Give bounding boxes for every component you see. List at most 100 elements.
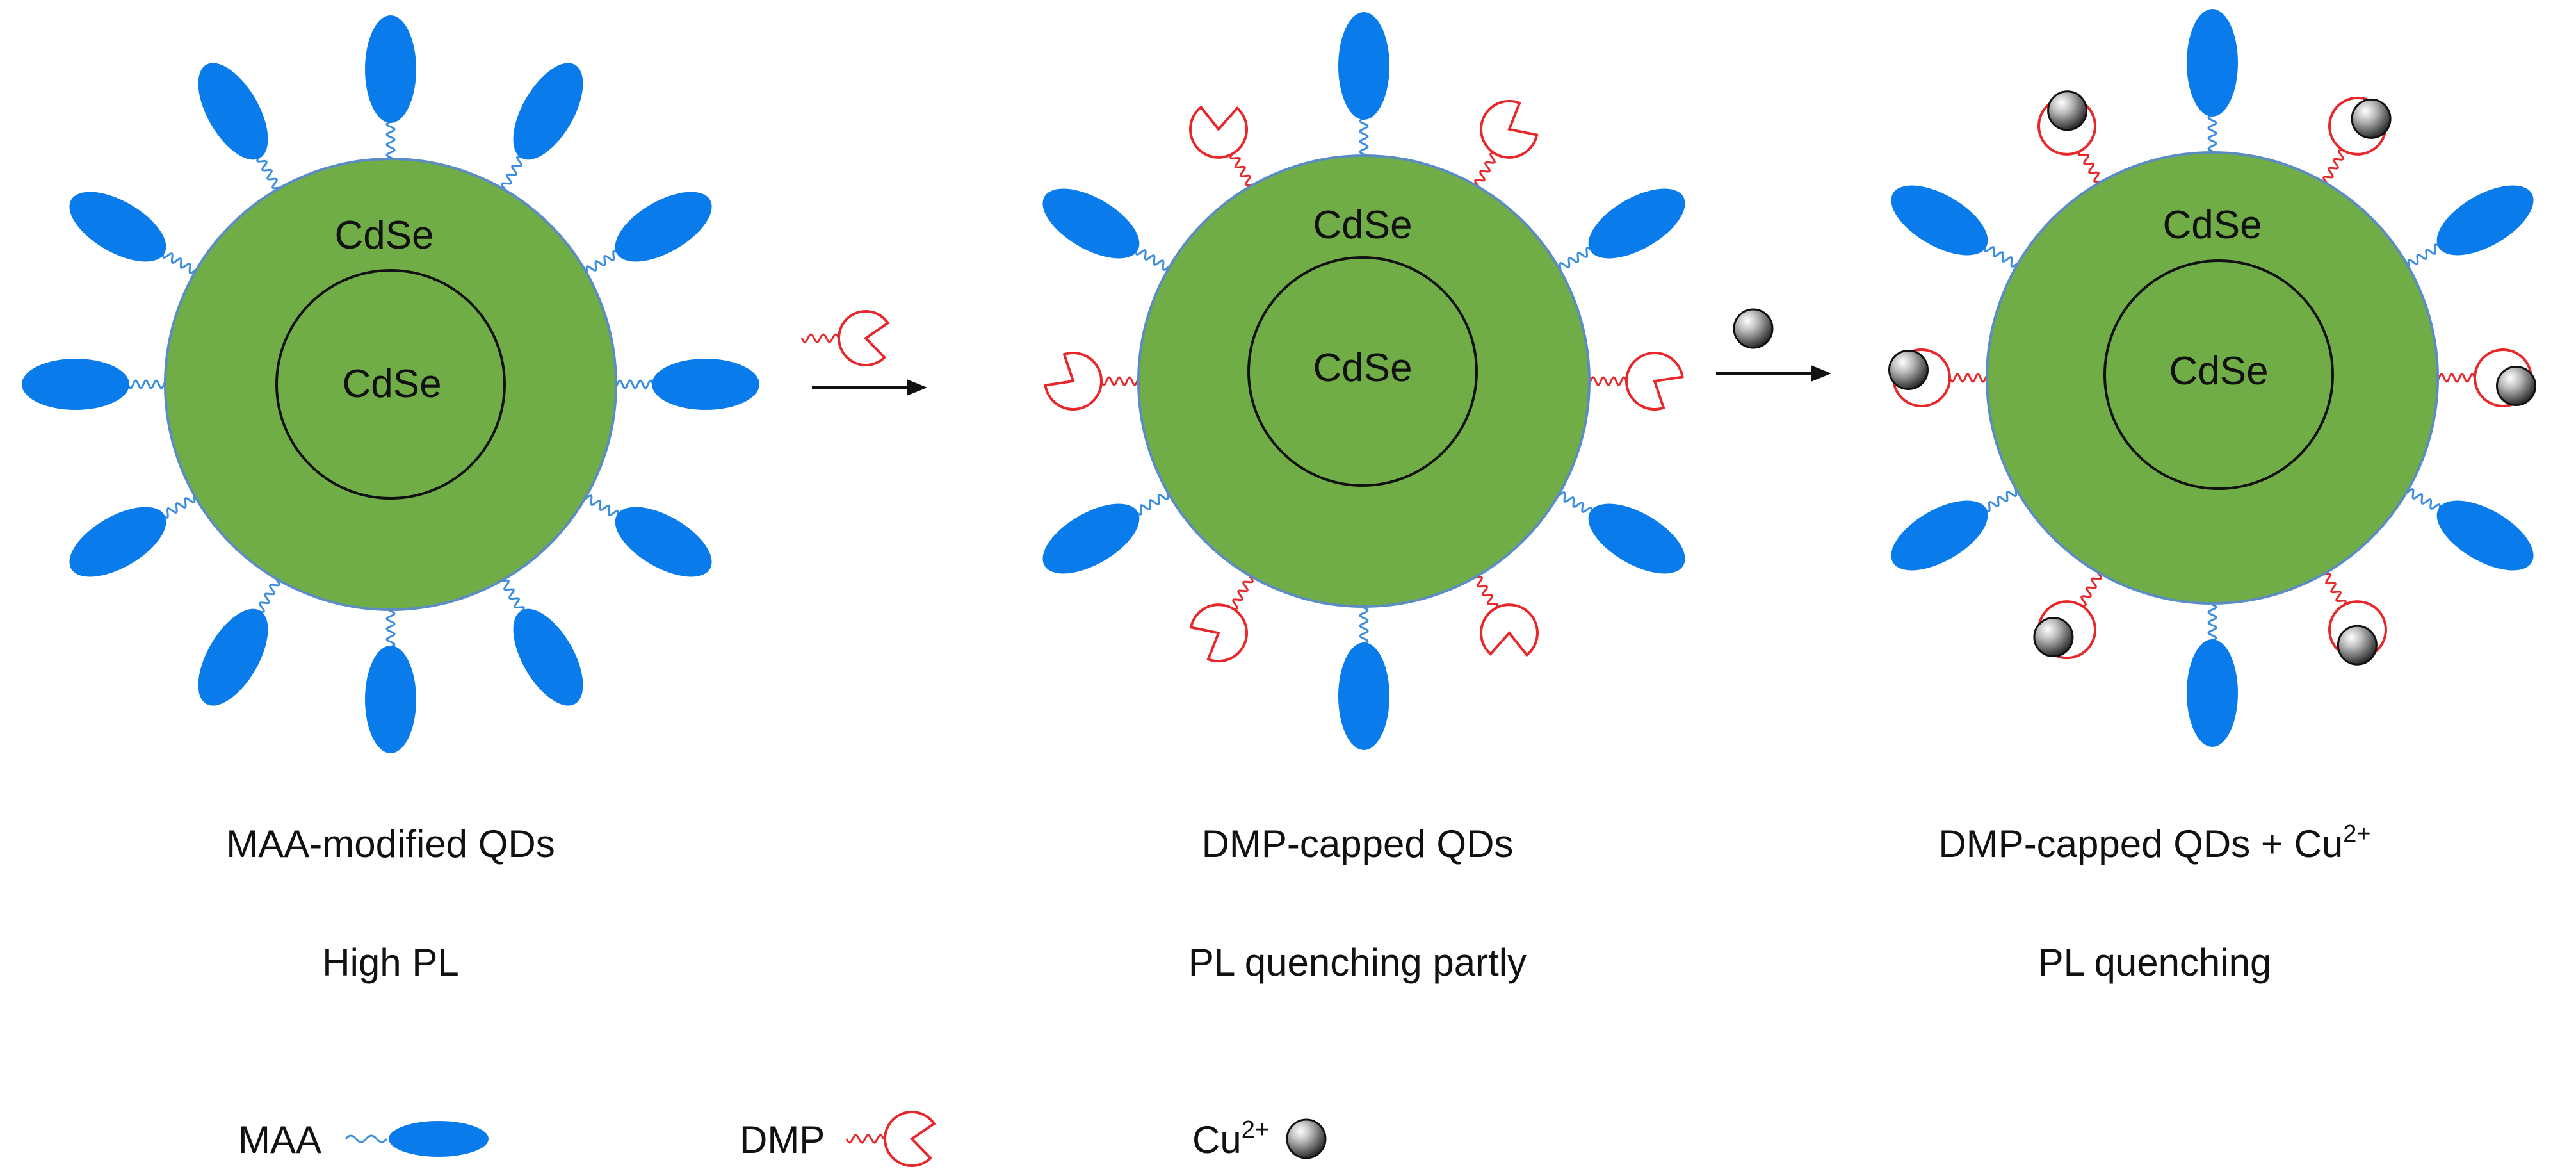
maa-linker (1984, 486, 2021, 512)
panel-caption: DMP-capped QDs (1202, 822, 1514, 865)
cu-ion-bound (2033, 617, 2074, 658)
maa-ligand (2402, 488, 2534, 571)
caption-main: DMP-capped QDs + Cu (1938, 822, 2343, 865)
maa-ellipse (198, 608, 268, 706)
maa-linker (163, 492, 200, 519)
legend-cu-main: Cu (1192, 1118, 1242, 1161)
dmp-linker (1584, 376, 1628, 386)
maa-ligand (2187, 598, 2238, 747)
dmp-ligand (2320, 569, 2387, 666)
maa-ellipse (69, 192, 166, 262)
maa-ligand (1338, 601, 1389, 750)
dmp-reagent-icon (800, 310, 890, 366)
dmp-linker (800, 333, 840, 343)
dmp-ligand (1189, 571, 1254, 663)
panel-subcaption: PL quenching (2038, 941, 2272, 984)
maa-linker (259, 575, 280, 614)
dmp-receptor (1480, 603, 1539, 657)
cdse-shell (164, 158, 617, 611)
cdse-shell (1986, 151, 2439, 605)
legend-item-maa: MAA (238, 1118, 489, 1161)
maa-ligand (2403, 185, 2534, 270)
dmp-linker (2433, 373, 2476, 383)
panel-dmp-capped-qds-cu: CdSe CdSe DMP-capped QDs + Cu2+ PL quenc… (1888, 9, 2536, 984)
maa-ligand (1042, 188, 1174, 271)
maa-ellipse (615, 192, 712, 262)
dmp-ligand (2433, 348, 2536, 407)
dmp-linker (2322, 149, 2344, 188)
maa-ellipse (198, 63, 268, 160)
maa-ligand (611, 359, 759, 410)
panel-caption: MAA-modified QDs (226, 822, 555, 865)
cu-ion-bound (2337, 625, 2378, 666)
legend-cu-ball (1286, 1118, 1327, 1159)
shell-label: CdSe (1313, 203, 1412, 247)
dmp-linker (845, 1134, 885, 1144)
maa-ellipse (513, 63, 583, 160)
dmp-linker (1471, 572, 1498, 609)
maa-linker (2207, 598, 2217, 642)
maa-ligand (498, 575, 583, 706)
maa-ligand (365, 605, 416, 753)
core-label: CdSe (342, 362, 441, 406)
maa-ellipse (2436, 185, 2534, 256)
panel-maa-modified-qds: CdSe CdSe MAA-modified QDs High PL (22, 15, 759, 984)
maa-ellipse (652, 359, 759, 410)
dmp-receptor (884, 1111, 936, 1167)
maa-linker (127, 379, 170, 389)
cu-ion-bound (2351, 98, 2392, 139)
maa-ligand (1891, 185, 2022, 268)
legend-cu-label: Cu2+ (1192, 1116, 1269, 1161)
maa-linker (1555, 247, 1592, 274)
maa-ligand (581, 494, 712, 577)
legend-maa-linker (344, 1134, 388, 1143)
maa-ellipse (365, 646, 416, 753)
dmp-ligand (1474, 99, 1539, 191)
core-label: CdSe (1313, 346, 1412, 390)
maa-linker (1983, 246, 2022, 268)
dmp-receptor (1044, 352, 1103, 411)
shell-label: CdSe (2162, 203, 2262, 247)
legend-maa-label: MAA (238, 1118, 321, 1161)
dmp-ligand (2037, 90, 2105, 187)
dmp-ligand (2033, 568, 2102, 660)
maa-linker (385, 120, 396, 164)
maa-ligand (1338, 12, 1389, 161)
legend-item-dmp: DMP (740, 1111, 936, 1167)
cu-ion-bound (2496, 366, 2536, 406)
maa-ellipse (2187, 639, 2238, 747)
maa-ligand (22, 359, 170, 410)
maa-ellipse (1891, 185, 1988, 256)
cdse-core (275, 269, 506, 500)
maa-ligand (581, 192, 712, 277)
reagent-cu-arrow (1716, 308, 1831, 382)
maa-linker (1359, 601, 1369, 645)
core-label: CdSe (2169, 349, 2268, 393)
dmp-linker (2320, 569, 2347, 606)
shell-label: CdSe (334, 213, 433, 257)
maa-ellipse (1891, 500, 1988, 571)
caption-superscript: 2+ (2343, 821, 2370, 847)
maa-ligand (69, 192, 200, 274)
legend-item-cu: Cu2+ (1192, 1116, 1327, 1161)
maa-linker (2402, 488, 2442, 510)
maa-linker (161, 252, 200, 274)
dmp-ligand (2322, 96, 2392, 188)
maa-ligand (2187, 9, 2238, 158)
maa-ellipse (2187, 9, 2238, 117)
panel-subcaption: High PL (322, 941, 458, 984)
dmp-linker (1229, 153, 1256, 190)
maa-ellipse (1338, 12, 1389, 120)
dmp-receptor (1189, 105, 1248, 159)
maa-linker (2403, 243, 2440, 270)
maa-linker (385, 605, 396, 648)
reagent-dmp-arrow (800, 310, 927, 396)
maa-linker (1135, 249, 1174, 271)
dmp-linker (1948, 373, 1992, 383)
dmp-ligand (1189, 105, 1256, 190)
maa-ellipse (1338, 642, 1389, 750)
maa-ligand (501, 63, 583, 194)
maa-linker (498, 575, 525, 612)
